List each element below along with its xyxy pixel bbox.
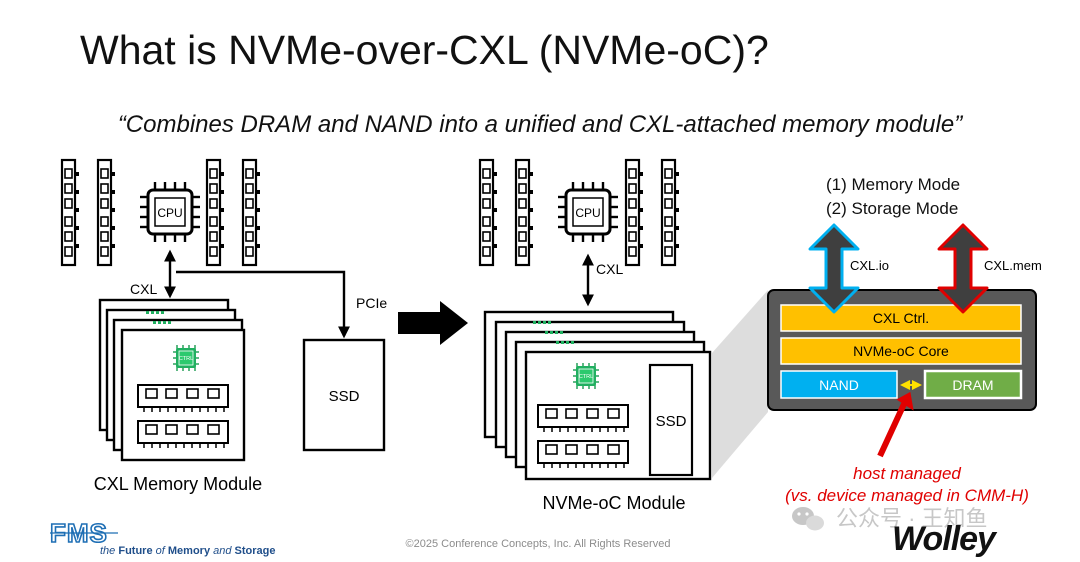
- nvme-oc-core-label: NVMe-oC Core: [853, 343, 949, 359]
- nvme-oc-architecture: CXL Ctrl. NVMe-oC Core NAND DRAM: [767, 289, 1037, 411]
- wechat-icon: [792, 507, 824, 531]
- left-ssd-label: SSD: [329, 388, 360, 405]
- left-connections: CXL PCIe: [130, 249, 387, 339]
- page-title: What is NVMe-over-CXL (NVMe-oC)?: [80, 27, 769, 73]
- left-ssd: SSD: [302, 338, 386, 452]
- pcie-label: PCIe: [356, 295, 387, 311]
- cxl-ctrl-block: [780, 304, 1022, 332]
- left-module-caption: CXL Memory Module: [94, 474, 262, 494]
- cxl-ctrl-label: CXL Ctrl.: [873, 310, 929, 326]
- dimm-icon: [514, 158, 535, 267]
- wechat-watermark: 公众号 · 王知鱼: [792, 506, 988, 531]
- subtitle: “Combines DRAM and NAND into a unified a…: [118, 111, 963, 138]
- ctrl-chip-icon: CTRL: [172, 344, 200, 372]
- right-host: CPU: [478, 158, 681, 267]
- host-managed-arrowhead: [896, 391, 914, 411]
- dram-label: DRAM: [952, 377, 993, 393]
- ctrl-label: CTRL: [179, 356, 193, 362]
- right-cxl-label: CXL: [596, 261, 623, 277]
- ctrl-label-right: CTRL: [579, 374, 593, 380]
- left-host: CPU: [60, 158, 262, 267]
- cxl-mem-label: CXL.mem: [984, 258, 1042, 273]
- nand-block: [780, 370, 898, 399]
- zoom-wedge: [712, 290, 768, 478]
- fms-tagline: the Future of Memory and Storage: [100, 545, 276, 557]
- dimm-icon: [241, 158, 262, 267]
- cpu-icon: CPU: [138, 180, 202, 244]
- device-managed-text: (vs. device managed in CMM-H): [785, 486, 1029, 505]
- mode-storage: (2) Storage Mode: [826, 199, 958, 218]
- wechat-account: 公众号 · 王知鱼: [836, 506, 988, 531]
- dimm-icon: [60, 158, 81, 267]
- nand-label: NAND: [819, 377, 859, 393]
- wolley-logo: Wolley: [892, 520, 998, 558]
- ram-stick-icon: [137, 420, 229, 449]
- pcie-arrow: [176, 270, 350, 339]
- cxl-memory-module: CTRL: [98, 298, 246, 462]
- nvme-oc-core-block: [780, 337, 1022, 365]
- ram-stick-icon: [537, 404, 629, 433]
- right-module-caption: NVMe-oC Module: [542, 493, 685, 513]
- nvme-oc-module: CTRL SSD: [483, 310, 712, 481]
- transition-arrow: [398, 301, 468, 345]
- right-ssd-label: SSD: [656, 413, 687, 430]
- dimm-icon: [205, 158, 226, 267]
- ctrl-chip-icon: CTRL: [572, 362, 600, 390]
- mode-memory: (1) Memory Mode: [826, 175, 960, 194]
- cxl-io-arrow: [808, 223, 860, 314]
- dimm-icon: [624, 158, 645, 267]
- left-cxl-label: CXL: [130, 281, 157, 297]
- cpu-label-right: CPU: [575, 206, 600, 220]
- inner-ssd: [648, 363, 694, 477]
- dimm-icon: [478, 158, 499, 267]
- cpu-icon: CPU: [556, 180, 620, 244]
- host-managed-arrow: [877, 402, 907, 458]
- cxl-io-label: CXL.io: [850, 258, 889, 273]
- cpu-label: CPU: [157, 206, 182, 220]
- ram-stick-icon: [137, 384, 229, 413]
- ram-stick-icon: [537, 440, 629, 469]
- dimm-icon: [660, 158, 681, 267]
- cxl-mem-arrow: [937, 223, 989, 314]
- host-managed-text: host managed: [853, 464, 961, 483]
- dimm-icon: [96, 158, 117, 267]
- dram-block: [923, 369, 1023, 400]
- fms-logo: FMS the Future of Memory and Storage: [49, 517, 276, 557]
- copyright: ©2025 Conference Concepts, Inc. All Righ…: [406, 538, 671, 550]
